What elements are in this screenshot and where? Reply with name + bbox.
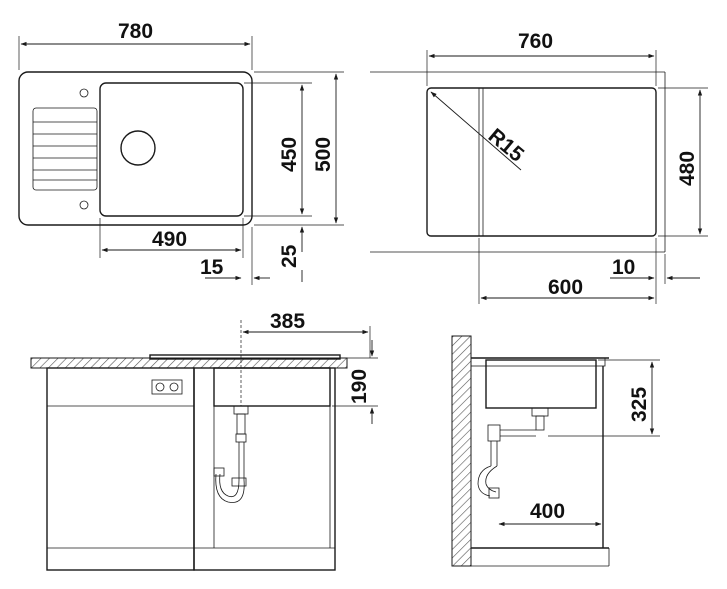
cutout-view: R15 760 480 600 10 (370, 30, 708, 304)
dim-500: 500 (312, 137, 335, 172)
dim-600: 600 (548, 276, 583, 299)
side-view: 325 400 (451, 335, 660, 567)
side-bowl-section (485, 359, 597, 409)
dim-385: 385 (270, 310, 305, 333)
top-view: 780 450 500 490 15 25 (18, 20, 344, 285)
side-drain-trap (477, 407, 549, 499)
drainer-ribs (32, 107, 98, 191)
drain-trap (213, 405, 249, 503)
front-view: 385 190 (30, 310, 378, 571)
sink-cabinet (193, 367, 336, 571)
dim-760: 760 (518, 30, 553, 53)
bowl-section (213, 367, 331, 407)
dim-325: 325 (628, 387, 651, 422)
dishwasher-cabinet (46, 367, 195, 571)
tap-hole-bottom (79, 200, 89, 210)
dim-r15: R15 (484, 124, 529, 167)
wall (451, 335, 472, 567)
dim-480: 480 (676, 151, 699, 186)
dim-400: 400 (530, 500, 565, 523)
dim-190: 190 (348, 369, 371, 404)
dim-490: 490 (152, 228, 187, 251)
dim-450: 450 (278, 137, 301, 172)
dim-780: 780 (118, 20, 153, 43)
dim-25: 25 (278, 244, 301, 268)
bowl-drain (120, 130, 156, 166)
dim-15: 15 (200, 256, 224, 279)
tap-hole-top (79, 88, 89, 98)
sink-outline (18, 71, 253, 226)
cutout-outline (426, 87, 657, 237)
dim-10: 10 (612, 256, 635, 279)
bowl-outline (99, 82, 244, 217)
